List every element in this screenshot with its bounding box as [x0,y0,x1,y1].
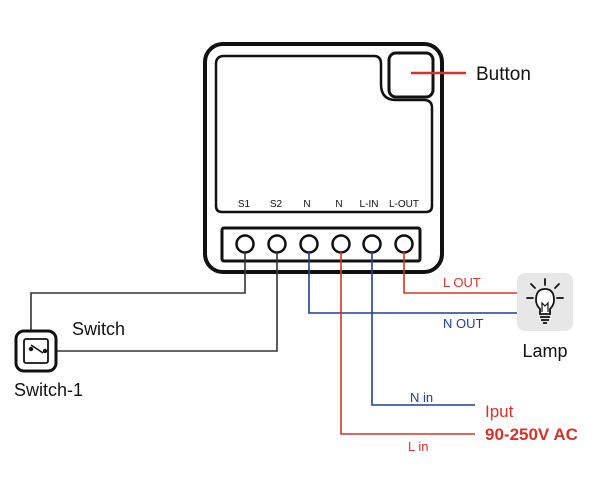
terminal-l-in [362,234,382,254]
device-button[interactable] [387,51,435,99]
wire-l-in [340,252,475,435]
terminal-l-out [394,234,414,254]
terminal-label-s1: S1 [238,199,251,210]
input-voltage: 90-250V AC [485,425,578,444]
wire-s2-to-switch [45,252,278,352]
terminal-s2 [267,234,287,254]
switch-label: Switch [72,319,125,339]
lamp-label: Lamp [522,341,567,361]
terminal-n2 [331,234,351,254]
terminal-label-n2: N [335,199,342,210]
switch-icon [14,329,58,373]
wire-n-out [308,252,517,314]
terminal-s1 [235,234,255,254]
wire-l-out [403,252,517,294]
terminal-n1 [299,234,319,254]
n-out-label: N OUT [443,316,484,331]
l-out-label: L OUT [443,275,481,290]
wire-n-in [371,252,475,406]
terminal-label-s2: S2 [270,199,283,210]
smart-switch-module: S1 S2 N N L-IN L-OUT [203,42,444,274]
terminal-label-n1: N [303,199,310,210]
input-title: Iput [485,402,514,421]
l-in-label: L in [408,439,428,454]
switch-name-label: Switch-1 [14,380,83,400]
terminal-label-l-out: L-OUT [389,199,419,210]
wire-s1-to-switch [30,252,246,349]
terminal-label-l-in: L-IN [360,199,379,210]
button-label: Button [476,64,531,85]
n-in-label: N in [410,390,433,405]
lightbulb-icon [517,273,573,331]
